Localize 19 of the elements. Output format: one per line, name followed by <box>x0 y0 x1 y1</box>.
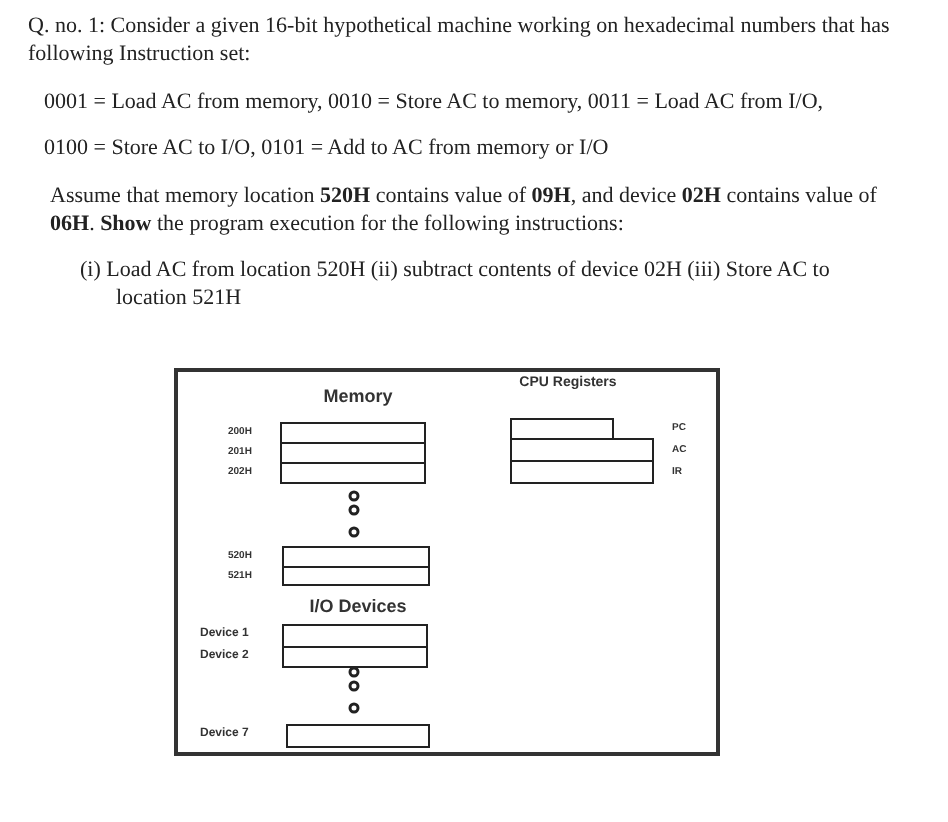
section-heading: Memory <box>321 386 395 406</box>
memory-cell-box <box>282 624 428 648</box>
memory-cell-box <box>280 462 426 484</box>
question-text: 0100 = Store AC to I/O, 0101 = Add to AC from memory or I/O <box>44 134 611 162</box>
section-heading: I/O Devices <box>307 596 409 616</box>
memory-cell-box <box>282 546 430 568</box>
question-text: Assume that memory location 520H contains value of 09H, and device 02H contains value of 06H. Show the program execution for the following instructions: <box>50 182 879 238</box>
memory-cell-box <box>282 566 430 586</box>
memory-cell-box <box>280 442 426 464</box>
question-text: Q. no. 1: Consider a given 16-bit hypothetical machine working on hexadecimal numbers that has following Instruction set: <box>28 12 892 68</box>
memory-cell-box <box>280 422 426 444</box>
question-text: (i) Load AC from location 520H (ii) subtract contents of device 02H (iii) Store AC to location 521H <box>80 256 832 312</box>
diagram-frame <box>174 368 720 756</box>
memory-cell-box <box>286 724 430 748</box>
memory-cell-box <box>510 438 654 462</box>
question-text: 0001 = Load AC from memory, 0010 = Store AC to memory, 0011 = Load AC from I/O, <box>44 88 826 116</box>
memory-cell-box <box>510 460 654 484</box>
memory-cell-box <box>282 646 428 668</box>
memory-cell-box <box>510 418 614 440</box>
